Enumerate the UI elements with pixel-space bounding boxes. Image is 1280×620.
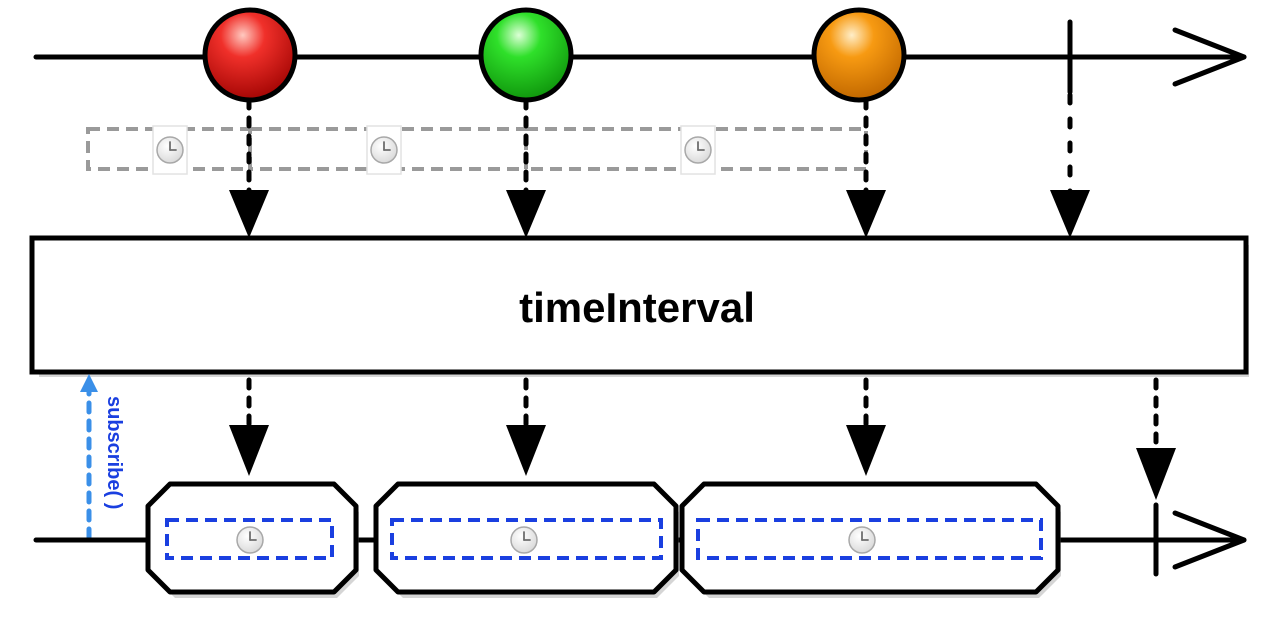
green-marble	[478, 7, 574, 103]
clock-icon	[510, 526, 538, 554]
interval-item	[679, 481, 1061, 598]
operator-label: timeInterval	[519, 284, 755, 331]
down-arrow-icon	[1050, 190, 1090, 238]
clock-icon	[848, 526, 876, 554]
orange-marble	[811, 7, 907, 103]
down-arrow-icon	[229, 425, 269, 476]
clock-icon	[236, 526, 264, 554]
up-arrow-icon	[80, 374, 98, 392]
clock-icon	[370, 136, 398, 164]
source-interval-boxes	[86, 125, 868, 175]
clock-icon	[684, 136, 712, 164]
down-arrow-icon	[1136, 448, 1176, 500]
output-emission-arrows	[229, 377, 1176, 500]
operator-box: timeInterval	[29, 235, 1249, 377]
output-timeline-arrowhead	[1172, 510, 1247, 570]
interval-item	[373, 481, 679, 598]
source-timeline-arrowhead	[1172, 27, 1247, 87]
interval-item	[145, 481, 359, 598]
subscribe-indicator: subscribe( )	[80, 374, 125, 541]
down-arrow-icon	[506, 425, 546, 476]
source-emission-arrows	[229, 92, 1090, 238]
down-arrow-icon	[506, 190, 546, 238]
red-marble	[202, 7, 298, 103]
down-arrow-icon	[846, 190, 886, 238]
down-arrow-icon	[846, 425, 886, 476]
down-arrow-icon	[229, 190, 269, 238]
clock-icon	[156, 136, 184, 164]
output-items	[145, 481, 1061, 598]
source-marbles	[202, 7, 907, 103]
subscribe-label: subscribe( )	[103, 396, 125, 509]
